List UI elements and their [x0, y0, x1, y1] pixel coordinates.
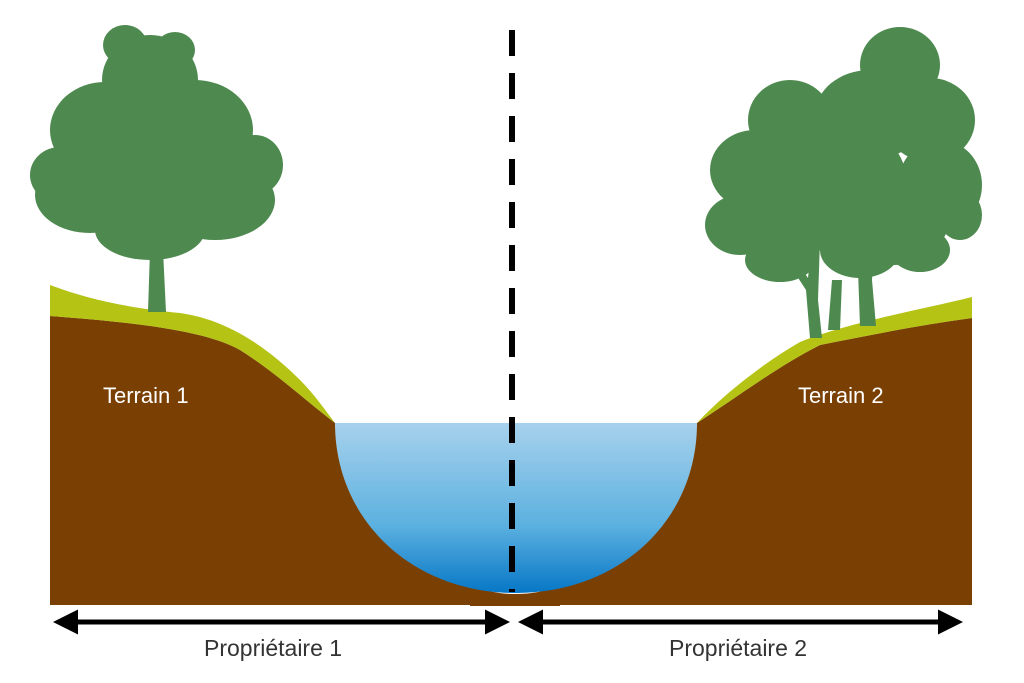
terrain-2-label: Terrain 2: [798, 383, 884, 408]
tree-right-back: [705, 80, 850, 338]
terrain-1-label: Terrain 1: [103, 383, 189, 408]
soil-bottom: [470, 585, 560, 606]
grass-right: [697, 297, 972, 423]
grass-left: [50, 285, 335, 423]
tree-right-front: [795, 27, 982, 330]
soil-left: [50, 316, 512, 605]
owner-1-label: Propriétaire 1: [204, 635, 343, 661]
tree-left: [30, 25, 283, 312]
soil-right: [512, 318, 972, 605]
owner-2-label: Propriétaire 2: [669, 635, 808, 661]
river-water: [335, 423, 697, 593]
